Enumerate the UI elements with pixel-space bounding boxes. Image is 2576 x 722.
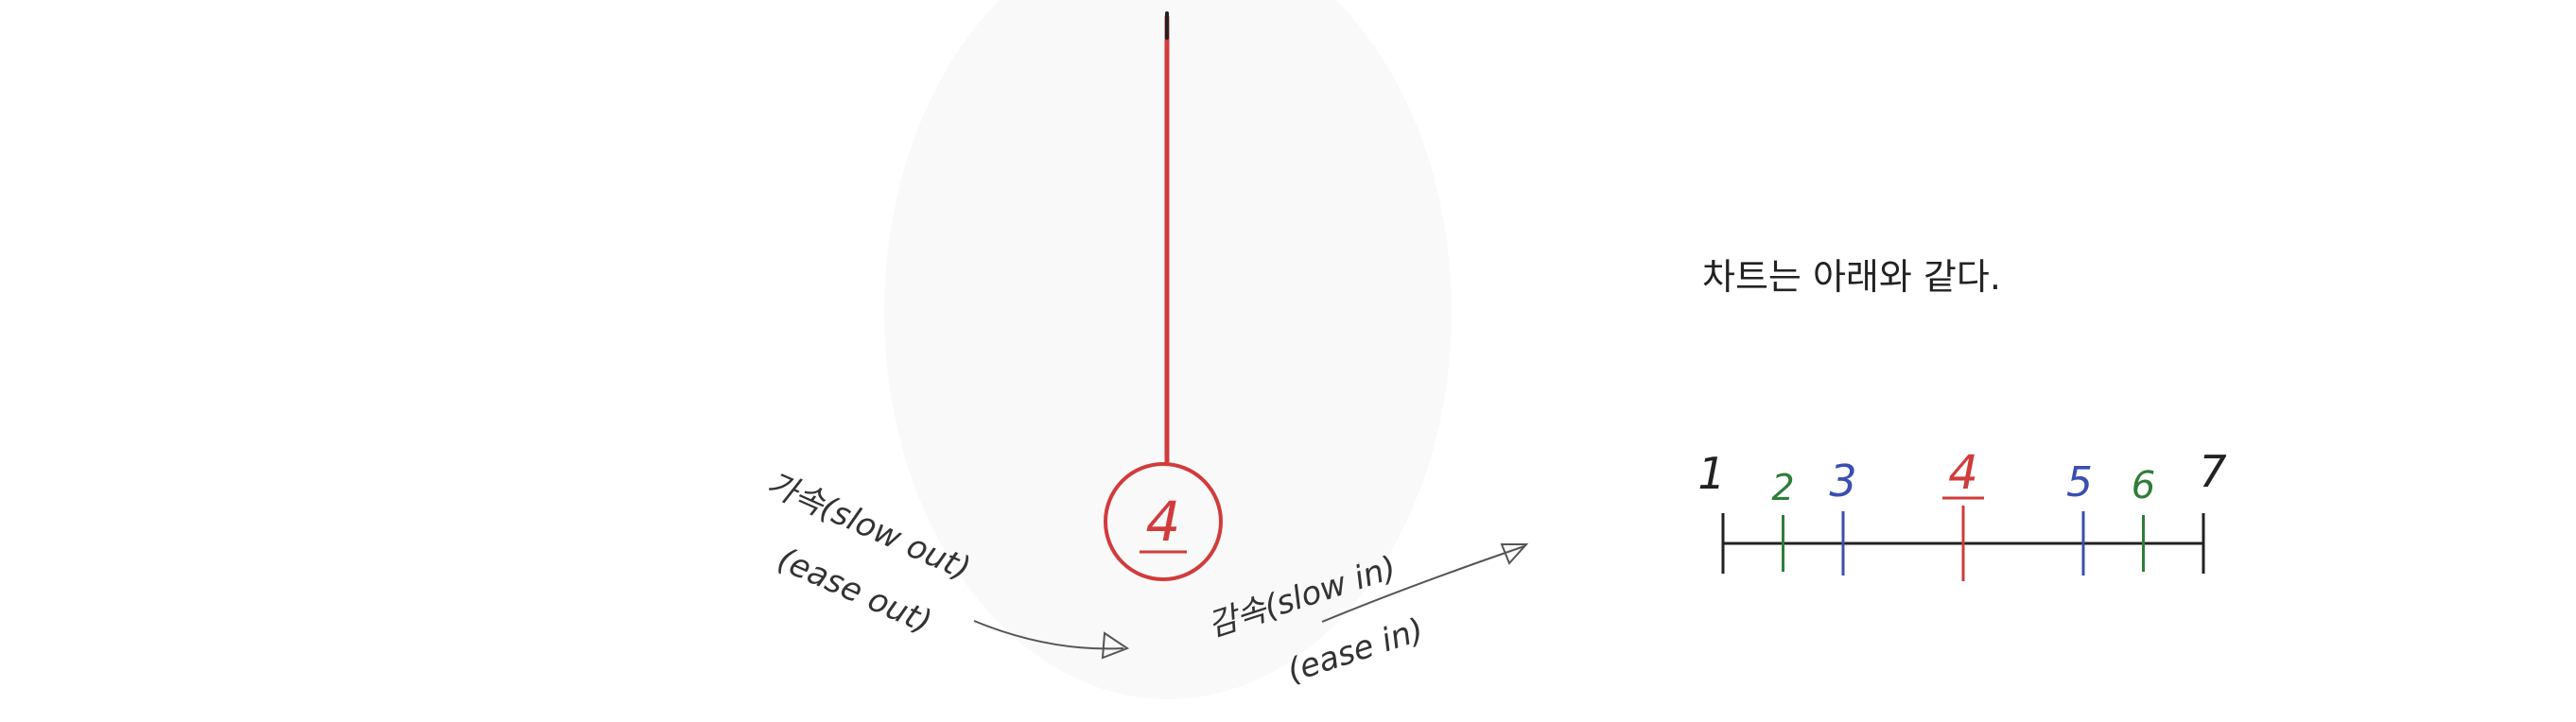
pendulum-ball-label: 4 xyxy=(1146,490,1181,554)
pendulum-ball xyxy=(1104,462,1223,581)
timing-tick-label-1: 1 xyxy=(1697,448,1725,499)
acceleration-arrow-head xyxy=(1101,631,1130,660)
timing-tick-label-6: 6 xyxy=(2132,464,2155,507)
timing-tick-label-5: 5 xyxy=(2066,458,2093,507)
timing-tick-label-2: 2 xyxy=(1771,467,1794,508)
acceleration-arrow xyxy=(973,620,1124,650)
timing-tick-label-4: 4 xyxy=(1948,445,1978,500)
deceleration-arrow xyxy=(1321,545,1525,623)
timing-tick-label-7: 7 xyxy=(2199,446,2226,497)
deceleration-arrow-head xyxy=(1500,543,1529,565)
timing-tick-label-3: 3 xyxy=(1829,456,1856,507)
chart-caption: 차트는 아래와 같다. xyxy=(1702,256,2001,298)
